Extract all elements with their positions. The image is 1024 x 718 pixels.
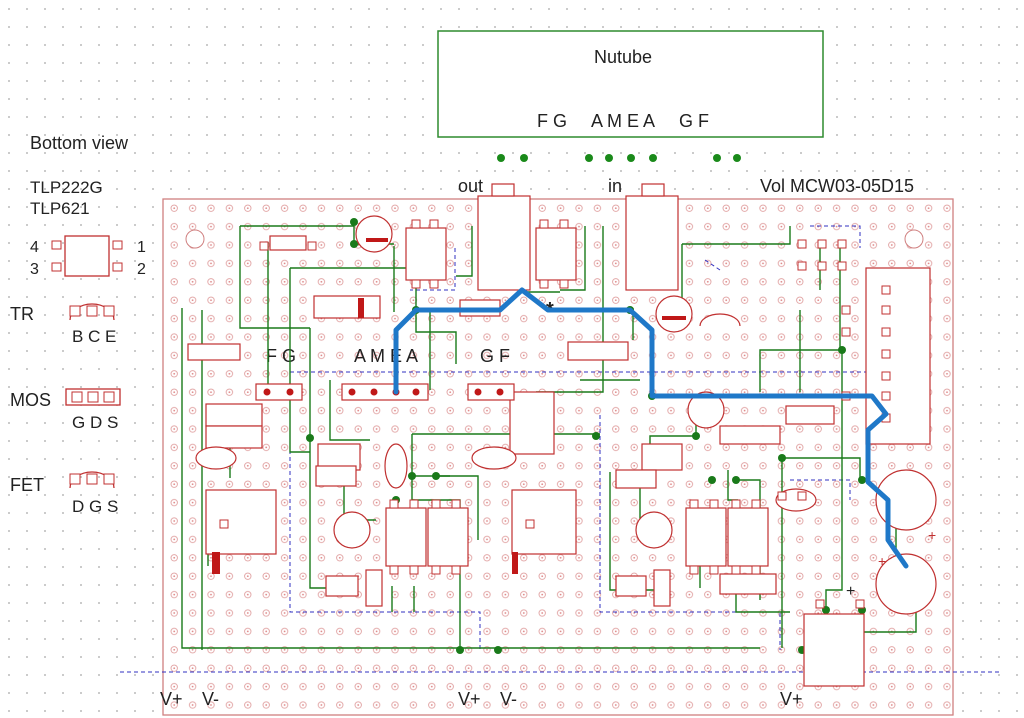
header-fg <box>255 383 303 401</box>
nutube-pin-labels: F G A M E A G F <box>537 111 709 131</box>
capacitor <box>313 295 381 319</box>
fet-label: FET <box>10 475 44 495</box>
highlight-trace <box>393 287 909 569</box>
resistor <box>615 575 647 597</box>
ic-package <box>727 507 769 567</box>
resistor <box>325 575 359 597</box>
ic-package <box>685 507 727 567</box>
header-amea <box>341 383 429 401</box>
transistor <box>699 313 741 327</box>
svg-text:D G S: D G S <box>72 497 118 516</box>
rail-label: V- <box>500 689 517 709</box>
svg-text:+: + <box>928 527 936 543</box>
component-pads <box>219 219 891 609</box>
svg-text:2: 2 <box>137 261 146 278</box>
resistor-oval <box>384 443 408 489</box>
header-gf <box>467 383 515 401</box>
transistor <box>355 215 393 253</box>
resistor <box>269 235 307 251</box>
svg-text:4: 4 <box>30 239 39 256</box>
mounting-hole <box>185 229 205 249</box>
electrolytic-capacitor <box>875 469 937 531</box>
resistor <box>205 403 263 427</box>
resistor-oval <box>195 446 237 470</box>
gf-header-label: G F <box>480 346 510 366</box>
rail-label: V+ <box>160 689 183 709</box>
resistor <box>719 425 781 445</box>
dcdc-converter <box>803 613 865 687</box>
transistor <box>655 295 693 333</box>
part-label-1: TLP222G <box>30 178 103 197</box>
mounting-hole <box>904 229 924 249</box>
jack-tab <box>641 183 665 197</box>
ic-package <box>385 507 427 567</box>
svg-text:3: 3 <box>30 261 39 278</box>
resistor-oval <box>471 446 517 470</box>
resistor <box>205 425 263 449</box>
power-connector <box>865 267 931 445</box>
resistor <box>719 573 777 595</box>
components <box>187 183 937 687</box>
svg-text:G D S: G D S <box>72 413 118 432</box>
transistor <box>635 511 673 549</box>
svg-text:1: 1 <box>137 239 146 256</box>
amea-header-label: A M E A <box>354 346 418 366</box>
out-label: out <box>458 176 483 196</box>
output-jack <box>477 195 531 291</box>
rail-label: V- <box>202 689 219 709</box>
bottom-view-label: Bottom view <box>30 133 129 153</box>
mos-label: MOS <box>10 390 51 410</box>
capacitor <box>205 489 277 555</box>
legend: Bottom view TLP222G TLP621 4 3 1 2 TR B … <box>10 133 146 516</box>
resistor <box>187 343 241 361</box>
nutube-outline <box>437 30 824 138</box>
ic-package <box>405 227 447 281</box>
electrolytic-capacitor <box>875 553 937 615</box>
resistor <box>785 405 835 425</box>
vol-label: Vol MCW03-05D15 <box>760 176 914 196</box>
resistor <box>315 465 357 487</box>
optocoupler-icon <box>64 235 110 277</box>
resistor <box>615 469 657 489</box>
resistor <box>509 391 555 455</box>
nutube-title: Nutube <box>594 47 652 67</box>
ic-package <box>535 227 577 281</box>
svg-text:B C E: B C E <box>72 327 116 346</box>
jack-tab <box>491 183 515 197</box>
resistor <box>653 569 671 607</box>
transistor <box>333 511 371 549</box>
nutube-block: Nutube F G A M E A G F <box>437 30 824 162</box>
resistor <box>641 443 683 471</box>
fg-header-label: F G <box>266 346 296 366</box>
resistor <box>365 569 383 607</box>
part-label-2: TLP621 <box>30 199 90 218</box>
rail-label: V+ <box>458 689 481 709</box>
ic-package <box>427 507 469 567</box>
tr-label: TR <box>10 304 34 324</box>
capacitor <box>511 489 577 555</box>
nutube-pin-dots <box>497 154 741 162</box>
svg-text:+: + <box>846 583 855 600</box>
transistor <box>687 391 725 429</box>
in-label: in <box>608 176 622 196</box>
input-jack <box>625 195 679 291</box>
rail-label: V+ <box>780 689 803 709</box>
resistor <box>567 341 629 361</box>
svg-text:+: + <box>878 553 886 569</box>
